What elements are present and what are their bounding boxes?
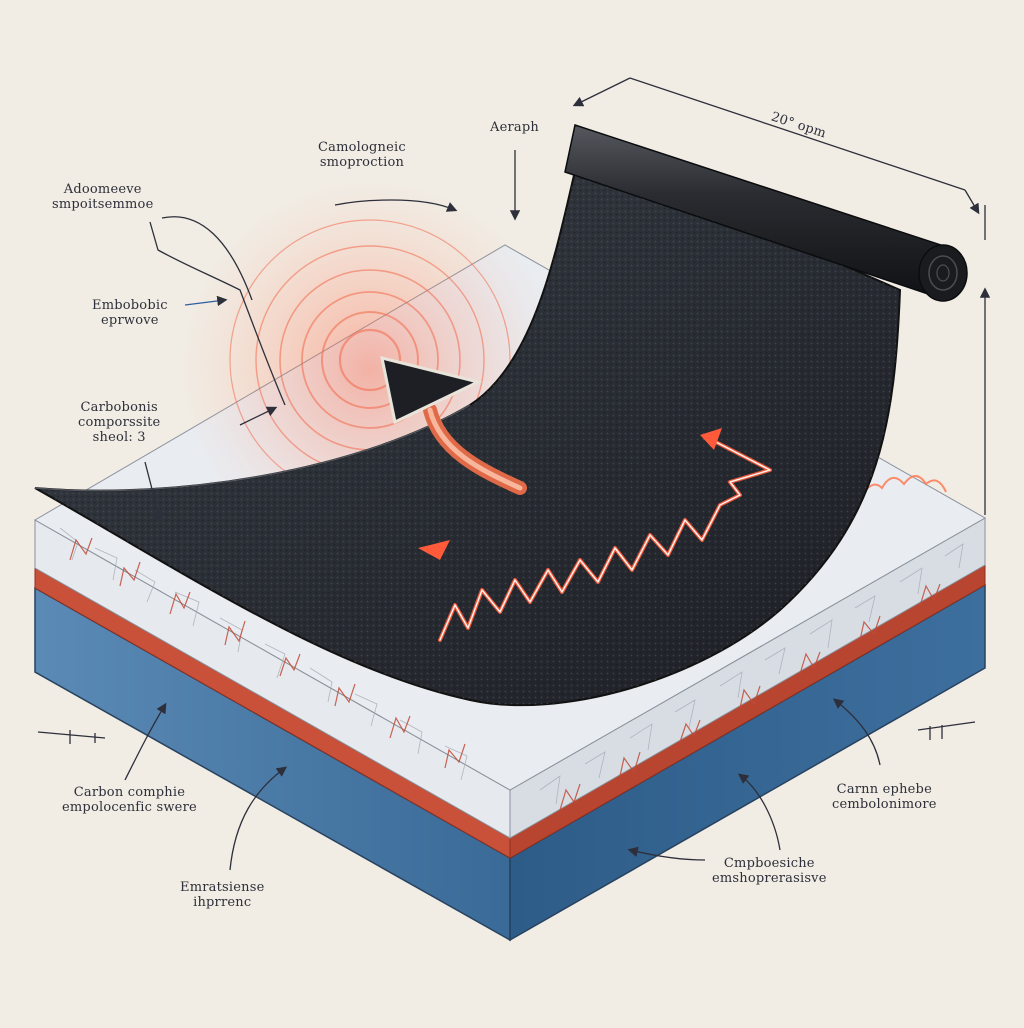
label-cmpboesiche-line2: emshoprerasisve [712,871,827,886]
label-carnn-ephebe-line1: Carnn ephebe [836,782,932,797]
label-carbobonis-line3: sheol: 3 [92,430,146,445]
label-aeraph: Aeraph [490,120,539,135]
leader-right-lower [737,773,781,851]
leader-carbon-left [124,702,167,781]
roller-core [928,255,958,291]
label-carbon-comphie-line1: Carbon comphie [73,785,186,800]
label-adoomeeve-line2: smpoitsemmoe [52,197,154,212]
label-adoomeeve: Adoomeeve smpoitsemmoe [52,182,153,212]
label-carnn-ephebe-line2: cembolonimore [832,797,937,812]
heat-ring-2 [321,311,419,409]
label-emratsiense-line2: ihprrenc [193,895,252,910]
thermal-veins [69,537,941,811]
heat-ring-1 [338,328,402,392]
label-emratsiense: Emratsiense ihprrenc [180,880,264,910]
curved-heat-arrow-highlight [427,407,523,491]
label-carbon-comphie-line2: empolocenfic swere [62,800,197,815]
scale-mark-left [37,730,106,744]
dimension-arrow-right [964,189,980,215]
label-emratsiense-line1: Emratsiense [180,880,265,895]
label-camologneic-line1: Camologneic [318,140,406,155]
label-carbobonis: Carbobonis comporssite sheol: 3 [78,400,160,445]
dimension-arrow-left [572,77,631,107]
label-embobobic-line2: eprwove [101,313,159,328]
leader-carbonic [144,461,164,523]
label-embobobic: Embobobic eprwove [92,298,168,328]
label-carbobonis-line2: comporssite [78,415,161,430]
roller-core-inner [936,264,950,282]
zigzag-arrow-core [439,439,771,641]
composite-sheet [34,148,902,707]
heat-ring-3 [301,291,439,429]
leader-emrat [229,766,288,871]
leader-adoc-bracket [149,221,286,406]
label-camologneic-line2: smoproction [319,155,405,170]
label-aeraph-line1: Aeraph [490,120,539,135]
sheet-weave [35,150,900,706]
dimension-line [629,77,966,191]
label-adoomeeve-line1: Adoomeeve [63,182,142,197]
label-carnn-ephebe: Carnn ephebe cembolonimore [832,782,937,812]
label-carbobonis-line1: Carbobonis [80,400,158,415]
leader-emb [184,295,228,307]
label-cmpboesiche-line1: Cmpboesiche [723,856,815,871]
scale-mark-right [917,721,976,740]
label-embobobic-line1: Embobobic [92,298,168,313]
edge-glow [859,475,947,499]
sheet-roller [564,124,968,302]
heat-flow-arrows [380,355,772,642]
label-cmpboesiche: Cmpboesiche emshoprerasisve [712,856,827,886]
leader-lines [37,77,991,871]
roller-end [918,244,968,302]
leader-right-upper [832,698,881,766]
sheet-edge-highlight [34,404,471,492]
leader-emb-lower [239,406,278,426]
arrowhead-right [700,428,722,450]
leader-cmo [334,199,458,212]
leader-right-lower-2 [627,846,706,861]
triangle-pointer-icon [380,355,483,425]
label-carbon-comphie: Carbon comphie empolocenfic swere [62,785,197,815]
label-camologneic: Camologneic smoproction [318,140,406,170]
arrowhead-left [418,540,450,560]
leader-adoc [161,216,253,301]
